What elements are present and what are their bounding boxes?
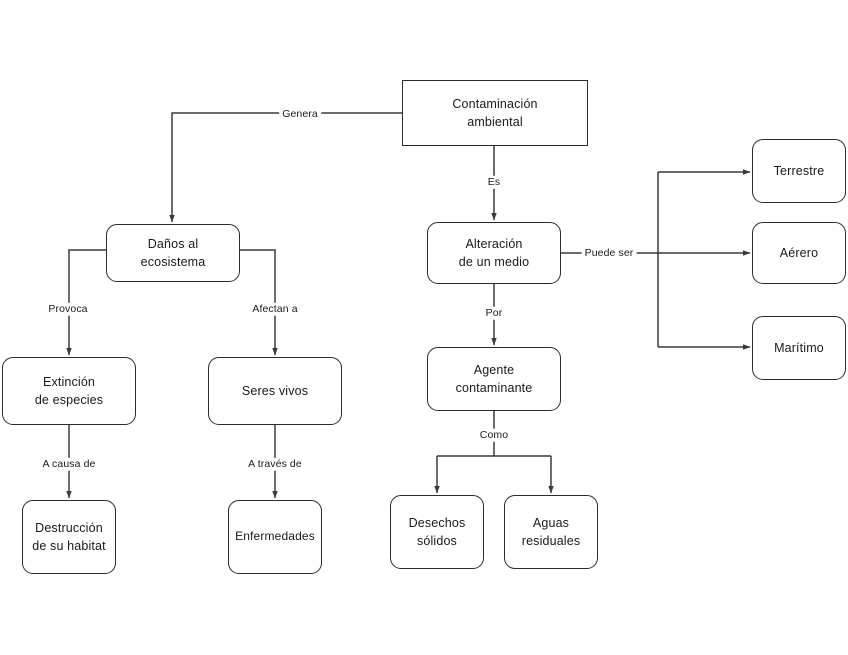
node-seres-vivos[interactable]: Seres vivos	[208, 357, 342, 425]
connector-provoca	[66, 249, 106, 356]
node-contaminacion-ambiental[interactable]: Contaminación ambiental	[402, 80, 588, 146]
node-maritimo[interactable]: Marítimo	[752, 316, 846, 380]
connector-genera	[169, 112, 402, 223]
node-aguas-residuales[interactable]: Aguas residuales	[504, 495, 598, 569]
edge-label-afectan-a: Afectan a	[249, 302, 301, 316]
edge-label-como: Como	[476, 428, 512, 442]
node-destruccion-de-su-habitat[interactable]: Destrucción de su habitat	[22, 500, 116, 574]
node-alteracion-de-un-medio[interactable]: Alteración de un medio	[427, 222, 561, 284]
node-enfermedades[interactable]: Enfermedades	[228, 500, 322, 574]
node-aerero[interactable]: Aérero	[752, 222, 846, 284]
node-agente-contaminante[interactable]: Agente contaminante	[427, 347, 561, 411]
node-desechos-solidos[interactable]: Desechos sólidos	[390, 495, 484, 569]
edge-label-puede-ser: Puede ser	[581, 246, 637, 260]
node-danos-al-ecosistema[interactable]: Daños al ecosistema	[106, 224, 240, 282]
node-extincion-de-especies[interactable]: Extinción de especies	[2, 357, 136, 425]
edge-label-a-traves-de: A través de	[245, 457, 305, 471]
connector-afectan-a	[240, 249, 278, 356]
edge-label-provoca: Provoca	[45, 302, 91, 316]
node-terrestre[interactable]: Terrestre	[752, 139, 846, 203]
edge-label-por: Por	[482, 306, 506, 320]
edge-label-genera: Genera	[279, 107, 321, 121]
edge-label-es: Es	[484, 175, 504, 189]
edge-label-a-causa-de: A causa de	[39, 457, 99, 471]
